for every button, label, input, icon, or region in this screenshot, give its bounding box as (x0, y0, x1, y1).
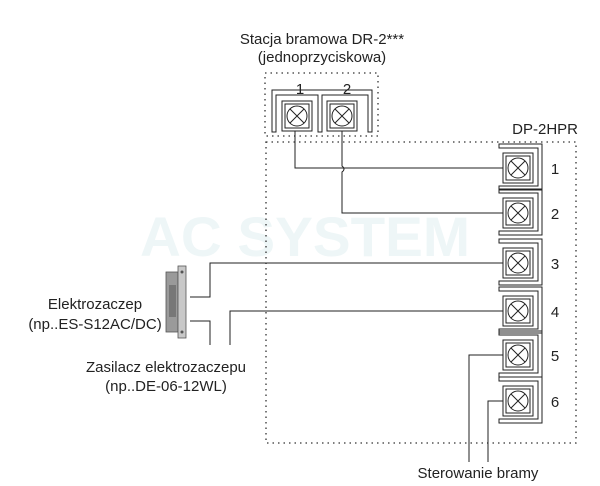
monitor-terminal-3: 3 (498, 238, 559, 286)
lock-title: Elektrozaczep (48, 296, 142, 313)
monitor-terminal-2: 2 (498, 188, 559, 236)
monitor-terminal-label-2: 2 (551, 206, 559, 223)
power-supply-title: Zasilacz elektrozaczepu (86, 359, 246, 376)
watermark: AC SYSTEM (140, 205, 470, 268)
electric-strike-icon (165, 265, 187, 339)
monitor-terminal-4: 4 (498, 286, 559, 334)
monitor-terminal-label-4: 4 (551, 304, 559, 321)
monitor-terminal-5: 5 (498, 330, 559, 378)
door-station-subtitle: (jednoprzyciskowa) (258, 49, 386, 66)
door-station-title: Stacja bramowa DR-2*** (240, 31, 404, 48)
monitor-terminal-label-5: 5 (551, 348, 559, 365)
door-terminal-2 (326, 100, 358, 132)
monitor-terminal-label-1: 1 (551, 161, 559, 178)
monitor-terminal-1: 1 (498, 143, 559, 191)
monitor-dp-2hpr: DP-2HPR 1 2 3 4 5 6 (265, 121, 578, 444)
power-supply-subtitle: (np..DE-06-12WL) (105, 378, 227, 395)
door-station: Stacja bramowa DR-2*** (jednoprzyciskowa… (240, 31, 404, 137)
lock-subtitle: (np..ES-S12AC/DC) (28, 316, 161, 333)
wires (190, 131, 503, 462)
door-terminal-1 (281, 100, 313, 132)
gate-control-label: Sterowanie bramy (418, 465, 539, 482)
monitor-terminal-6: 6 (498, 376, 559, 424)
monitor-terminal-label-3: 3 (551, 256, 559, 273)
monitor-terminal-label-6: 6 (551, 394, 559, 411)
monitor-title: DP-2HPR (512, 121, 578, 138)
